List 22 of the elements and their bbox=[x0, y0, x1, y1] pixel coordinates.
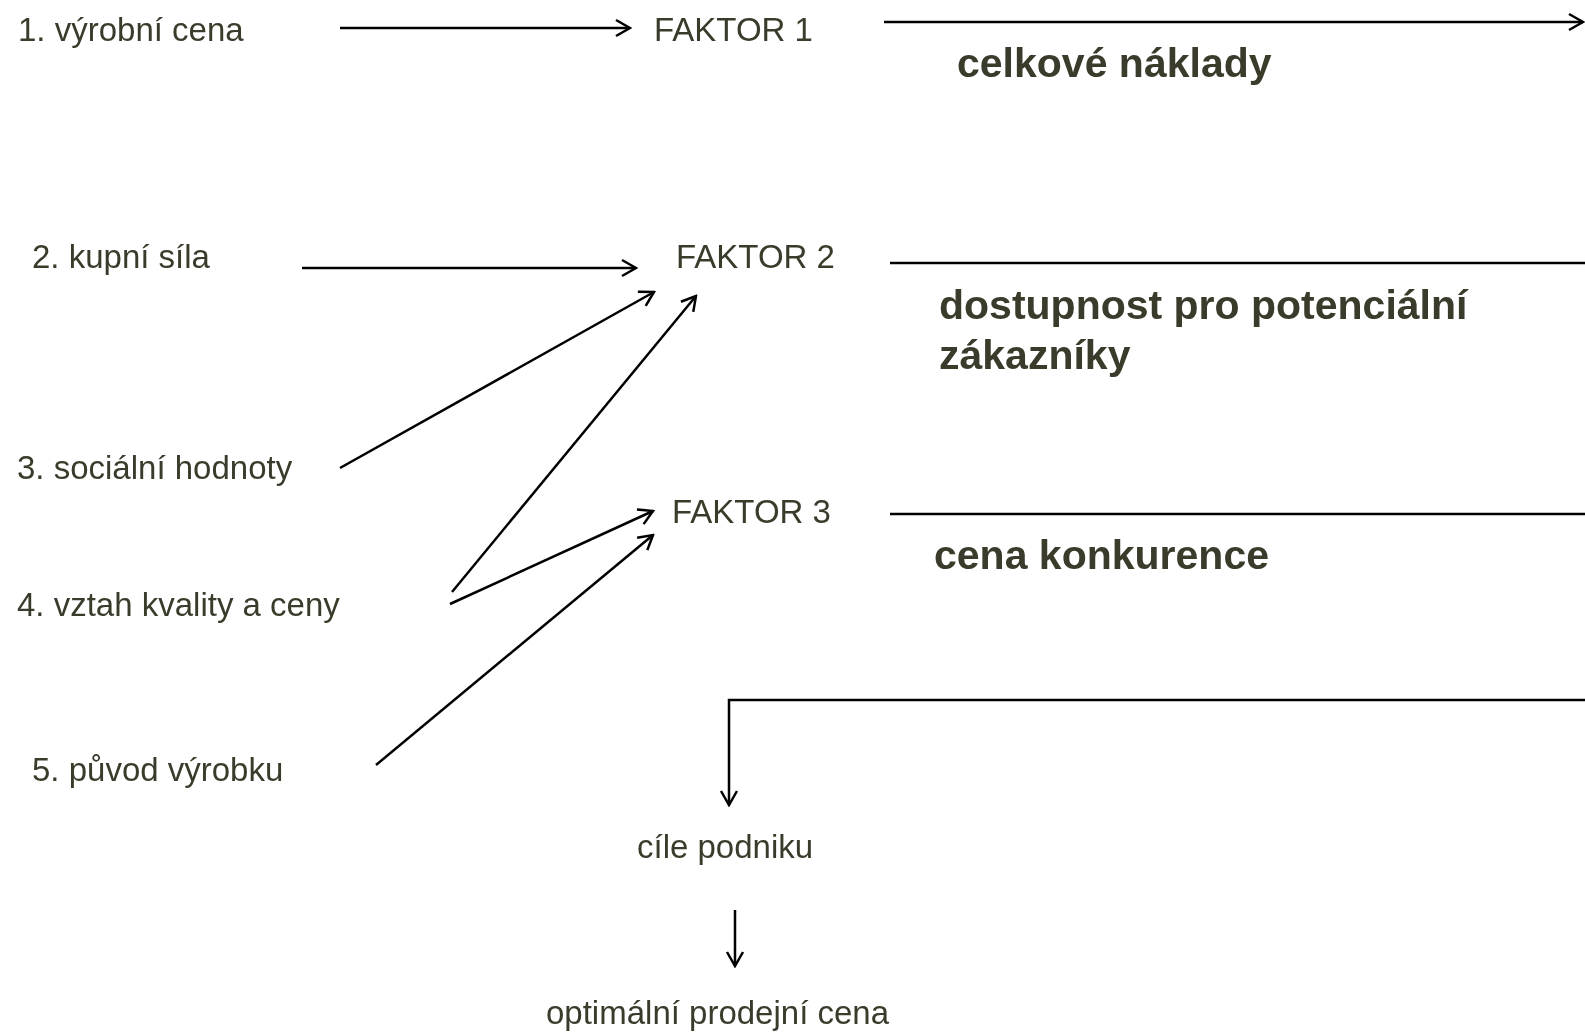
factor-label: FAKTOR 3 bbox=[672, 492, 831, 532]
factor-label: FAKTOR 2 bbox=[676, 237, 835, 277]
arrow bbox=[449, 508, 655, 606]
edge-label: celkové náklady bbox=[957, 39, 1273, 88]
arrow bbox=[302, 258, 638, 278]
node-label: cíle podniku bbox=[637, 827, 814, 867]
arrow bbox=[340, 18, 632, 38]
node-label: 4. vztah kvality a ceny bbox=[17, 585, 340, 625]
arrow bbox=[451, 294, 698, 593]
node-label: 2. kupní síla bbox=[32, 237, 210, 277]
edge-label: cena konkurence bbox=[934, 531, 1270, 580]
factor-label: FAKTOR 1 bbox=[654, 10, 813, 50]
node-label: 5. původ výrobku bbox=[32, 750, 284, 790]
node-label: 3. sociální hodnoty bbox=[17, 448, 293, 488]
arrow bbox=[375, 533, 655, 766]
edge-label: dostupnost pro potenciální zákazníky bbox=[939, 281, 1470, 380]
arrow bbox=[719, 698, 1585, 807]
node-label: 1. výrobní cena bbox=[18, 10, 244, 50]
arrow bbox=[725, 910, 745, 968]
arrow bbox=[339, 290, 656, 470]
result-label: optimální prodejní cena bbox=[546, 993, 890, 1033]
arrow bbox=[884, 12, 1585, 32]
